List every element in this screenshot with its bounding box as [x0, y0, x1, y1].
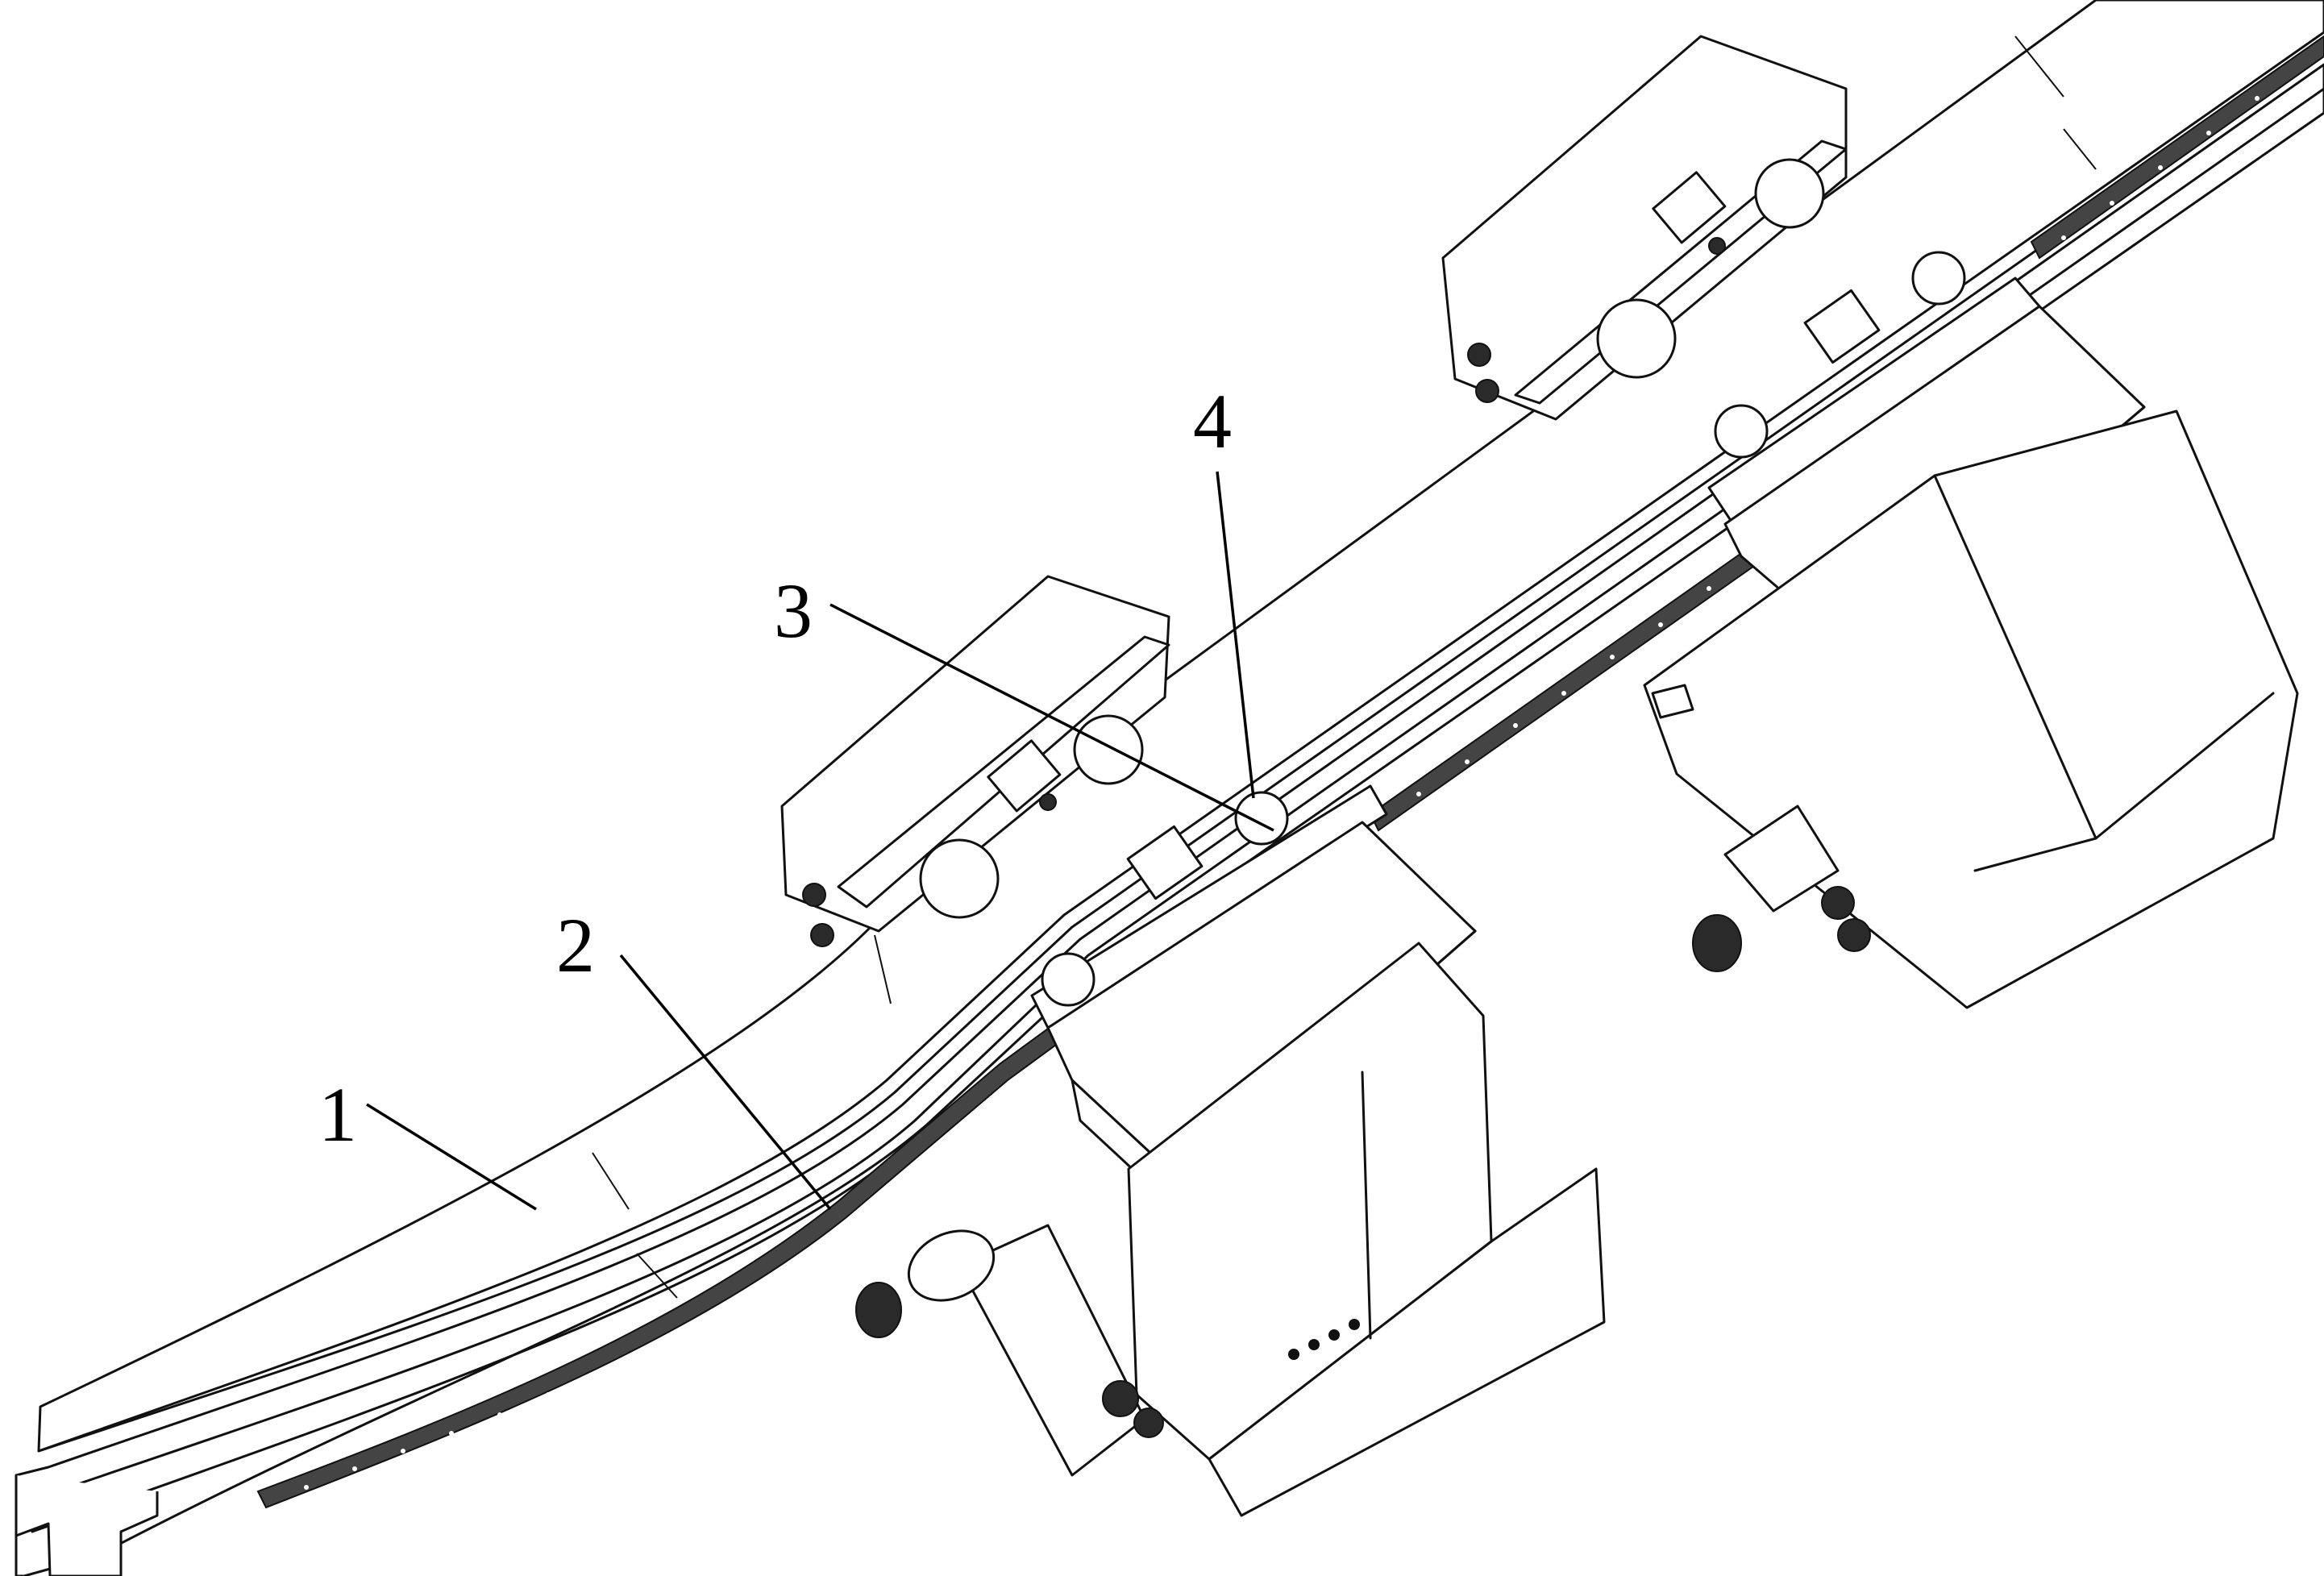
label-1: 1	[318, 1071, 357, 1158]
label-3: 3	[774, 568, 813, 654]
leader-line-4	[1216, 471, 1255, 799]
leader-line-2	[619, 954, 832, 1211]
front-carriage	[855, 784, 1606, 1517]
leader-line-1	[366, 1103, 537, 1211]
callouts: 1 2 3 4	[318, 378, 1274, 1211]
label-4: 4	[1193, 378, 1232, 464]
label-2: 2	[556, 902, 595, 988]
leader-line-3	[829, 603, 1274, 832]
back-carriage-left	[780, 575, 1170, 947]
guide-rail	[15, 0, 2324, 1576]
right-carriage	[1643, 251, 2299, 1009]
back-carriage-right	[1441, 35, 1848, 421]
